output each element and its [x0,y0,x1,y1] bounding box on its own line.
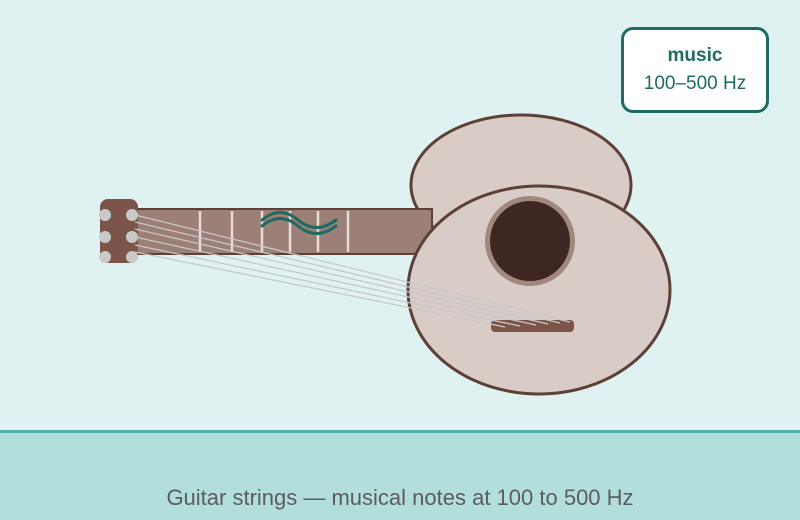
sound-hole [490,201,570,281]
sound-wave-icon [260,211,338,235]
guitar-illustration [99,113,672,396]
guitar-frets [198,211,350,252]
guitar-bridge [491,320,574,332]
guitar-neck [131,208,433,255]
guitar-strings [134,214,571,328]
badge-frequency-range: 100–500 Hz [643,73,747,94]
guitar-lower-bout [406,184,672,396]
tuning-pegs [99,209,138,263]
caption-text: Guitar strings — musical notes at 100 to… [166,485,634,510]
caption-bar: Guitar strings — musical notes at 100 to… [0,430,800,520]
frequency-badge: music 100–500 Hz [621,27,769,113]
badge-title: music [667,45,723,66]
